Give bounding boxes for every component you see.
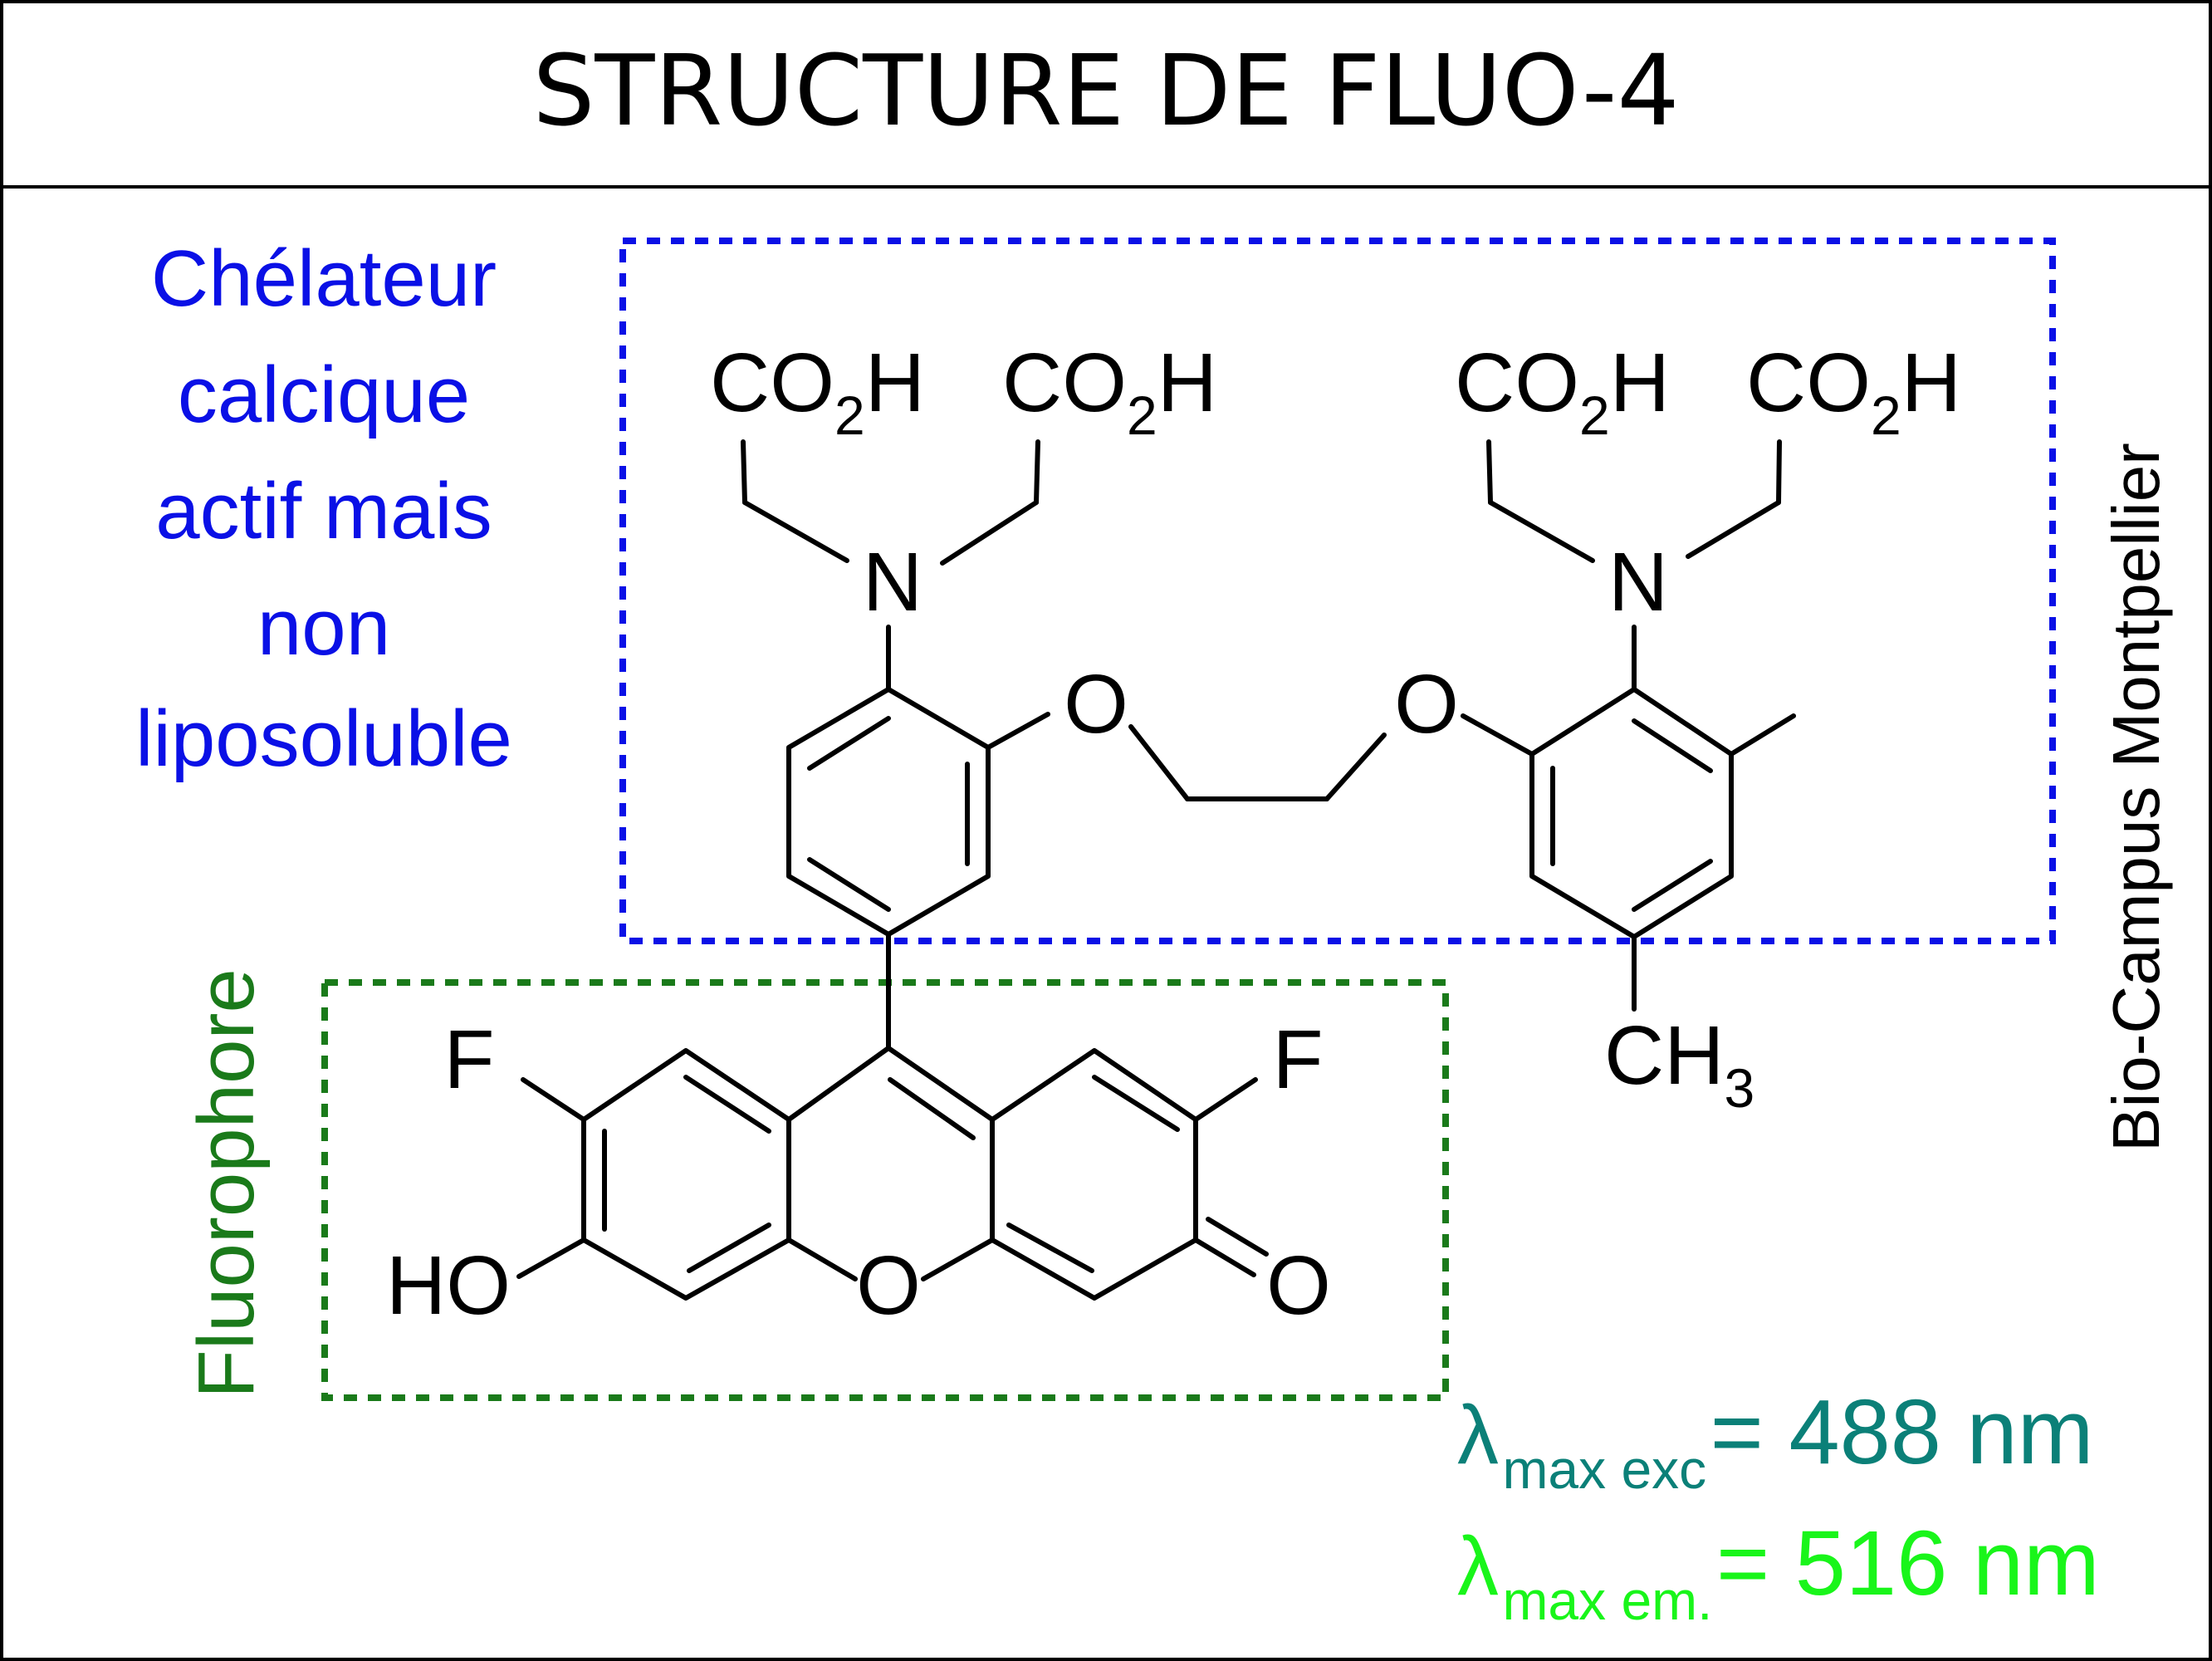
xanthene-left-double-bond bbox=[683, 1075, 771, 1134]
carbonyl-oxygen: O bbox=[1266, 1239, 1331, 1332]
excitation-wavelength: λ max exc = 488 nm bbox=[1457, 1381, 2093, 1500]
carboxyl-group: CO2H bbox=[1002, 336, 1217, 446]
bond bbox=[940, 500, 1039, 566]
bond bbox=[986, 712, 1050, 750]
right-ring-double-bond bbox=[1632, 718, 1713, 773]
carboxyl-group: CO2H bbox=[1455, 336, 1670, 446]
chelator-label-line: liposoluble bbox=[135, 694, 512, 783]
bond bbox=[886, 1046, 995, 1122]
fluorine-right: F bbox=[1272, 1013, 1323, 1106]
emission-wavelength: λ max em. = 516 nm bbox=[1457, 1512, 2100, 1631]
chelator-label: Chélateur calcique actif mais non liposo… bbox=[135, 234, 512, 783]
left-ring-double-bond bbox=[807, 716, 891, 771]
xanthene-right-double-bond bbox=[1006, 1222, 1094, 1273]
molecule-bonds bbox=[516, 439, 1796, 1301]
hydroxyl-group: HO bbox=[386, 1239, 511, 1332]
bond bbox=[921, 1237, 995, 1281]
amine-nitrogen-left: N bbox=[863, 536, 922, 629]
bond bbox=[786, 1237, 858, 1281]
bond bbox=[1193, 1077, 1258, 1122]
bond bbox=[1686, 500, 1781, 559]
bond bbox=[742, 500, 849, 563]
bond bbox=[1486, 439, 1493, 505]
bond bbox=[521, 1077, 586, 1122]
fluorophore-label: Fluorophore bbox=[182, 968, 271, 1399]
xanthene-left-ring bbox=[581, 1048, 791, 1301]
chelator-label-line: non bbox=[257, 583, 390, 672]
side-credit: Bio-Campus Montpellier bbox=[2099, 443, 2173, 1152]
left-ring-double-bond bbox=[807, 857, 891, 912]
bond bbox=[786, 1046, 891, 1122]
bond bbox=[1034, 439, 1040, 505]
methyl-group: CH3 bbox=[1604, 1009, 1754, 1119]
ether-oxygen-left: O bbox=[1064, 658, 1128, 751]
carboxyl-group: CO2H bbox=[710, 336, 925, 446]
chelator-label-line: actif mais bbox=[155, 467, 492, 556]
chelator-label-line: Chélateur bbox=[151, 234, 497, 323]
xanthene-oxygen: O bbox=[856, 1239, 921, 1332]
bond bbox=[1324, 733, 1387, 801]
bond bbox=[1488, 500, 1595, 563]
xanthene-double-bond bbox=[888, 1077, 976, 1140]
xanthene-left-double-bond bbox=[687, 1222, 771, 1273]
amine-nitrogen-right: N bbox=[1608, 536, 1668, 629]
bond bbox=[741, 439, 747, 505]
chelator-label-line: calcique bbox=[178, 350, 470, 439]
xanthene-right-ring bbox=[990, 1048, 1198, 1301]
carbonyl-double-bond bbox=[1206, 1217, 1269, 1257]
ether-oxygen-right: O bbox=[1394, 658, 1459, 751]
chelator-region-box bbox=[619, 238, 2056, 944]
fluorine-left: F bbox=[443, 1013, 494, 1106]
xanthene-right-double-bond bbox=[1092, 1075, 1180, 1132]
bond bbox=[1729, 713, 1796, 757]
bond bbox=[1461, 713, 1534, 757]
bond bbox=[1128, 724, 1190, 801]
bond bbox=[516, 1237, 586, 1279]
carboxyl-group: CO2H bbox=[1746, 336, 1961, 446]
left-aminophenol-ring bbox=[786, 687, 991, 937]
right-ring-double-bond bbox=[1632, 859, 1713, 912]
right-aminophenol-ring bbox=[1529, 687, 1734, 939]
page-title: STRUCTURE DE FLUO-4 bbox=[532, 33, 1679, 148]
atom-labels: N N O O O O F F HO CO2H CO2H CO2H CO2H C… bbox=[386, 336, 1961, 1332]
fluorophore-region-box bbox=[321, 979, 1449, 1401]
carbonyl-double-bond bbox=[1193, 1237, 1256, 1277]
